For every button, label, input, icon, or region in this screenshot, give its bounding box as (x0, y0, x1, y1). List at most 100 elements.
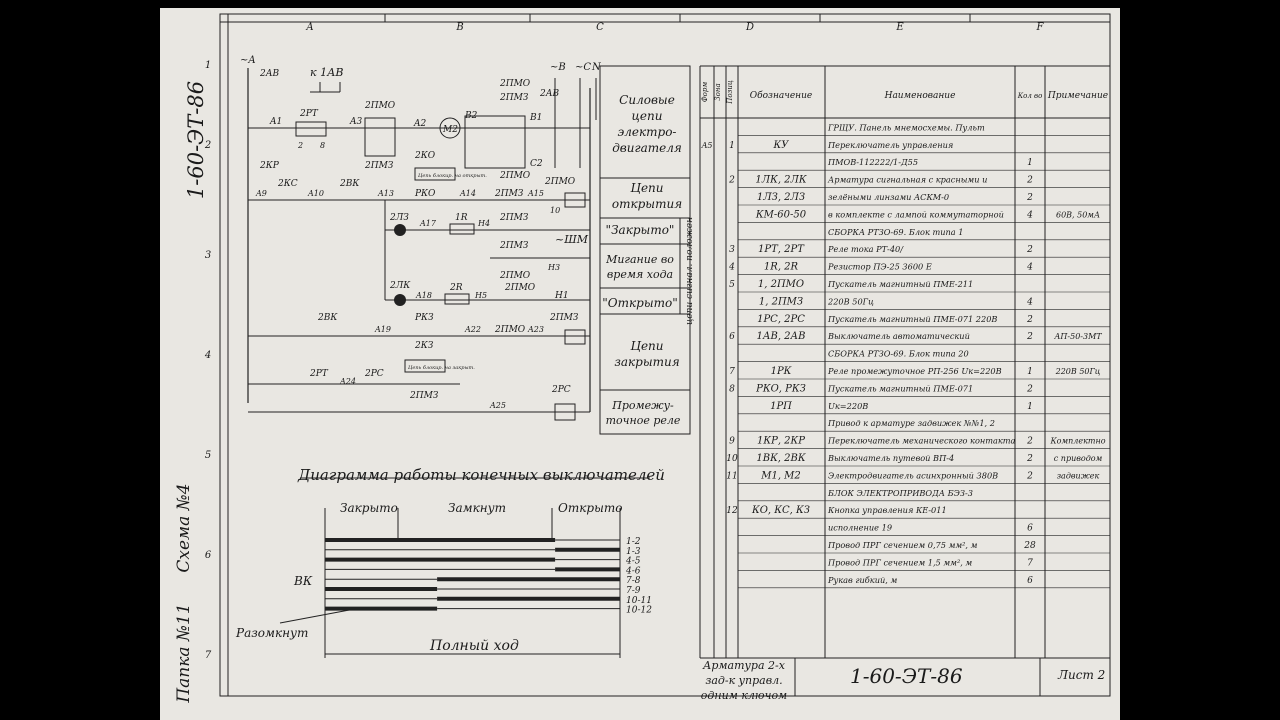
label: 2ПМЗ (499, 241, 529, 251)
zone-row-2: 2 (204, 140, 211, 151)
table-cell-name: Электродвигатель асинхронный 380В (828, 470, 998, 480)
table-cell-name: Uк=220В (828, 401, 868, 411)
table-header-2: Позиц (726, 80, 734, 105)
table-cell-pos: 4 (728, 263, 735, 273)
label: A17 (419, 219, 437, 228)
label: 2ПМЗ (494, 189, 524, 199)
label: 2РС (551, 385, 571, 395)
table-cell-name: Арматура сигнальная с красными и (827, 175, 987, 185)
label: РКЗ (414, 313, 434, 323)
label-power-circuits: Силовые цепи электро-двигателя (612, 93, 682, 155)
label: M2 (442, 125, 458, 135)
label: H5 (474, 291, 487, 300)
open-state-leader (279, 607, 361, 624)
zone-row-7: 7 (205, 650, 212, 661)
table-cell-designation: КУ (773, 140, 790, 151)
diagram-open-label: Открыто (558, 501, 623, 515)
table-cell-qty: 7 (1027, 558, 1033, 568)
table-cell-form: A5 (701, 141, 713, 150)
label: A22 (464, 325, 481, 334)
zone-row-3: 3 (205, 250, 211, 261)
table-header-0: Форм (701, 82, 709, 103)
label: A25 (489, 401, 506, 410)
relay-2rt (295, 121, 327, 137)
contact-label-7-8: 7-8 (626, 576, 641, 586)
label-blink: Мигание во время хода (606, 253, 674, 281)
label: 2ПМЗ (364, 161, 394, 171)
contact-label-7-9: 7-9 (626, 586, 641, 596)
label: C2 (530, 159, 543, 169)
diagram-device: ВК (294, 574, 313, 588)
contact-label-1-2: 1-2 (626, 537, 641, 547)
table-cell-note: с приводом (1054, 454, 1103, 463)
table-cell-name: СБОРКА РТЗО-69. Блок типа 1 (828, 227, 963, 237)
label: 2ПМЗ (409, 391, 439, 401)
label: A23 (527, 325, 544, 334)
table-header-3: Обозначение (750, 90, 812, 101)
table-cell-name: Привод к арматуре задвижек №№1, 2 (827, 418, 995, 428)
label-closing-circuits: Цепи закрытия (614, 339, 680, 369)
margin-code-box: 1-60-ЭТ-86 (166, 78, 226, 208)
label: 2ПМО (504, 283, 536, 293)
table-cell-name: Пускатель магнитный ПМЕ-071 220В (827, 314, 997, 324)
label: 2КЗ (414, 341, 434, 351)
table-cell-designation: 1РТ, 2РТ (758, 244, 805, 255)
table-header-4: Наименование (884, 91, 956, 101)
table-cell-designation: 1ЛЗ, 2ЛЗ (757, 192, 805, 203)
label: 2ПМО (499, 79, 531, 89)
table-cell-qty: 6 (1027, 576, 1033, 586)
label: A19 (374, 325, 391, 334)
title-block-description: Арматура 2-х зад-к управл. одним ключом (700, 659, 788, 702)
table-cell-qty: 4 (1026, 297, 1033, 307)
label: 10 (550, 206, 560, 215)
table-cell-name: Пускатель магнитный ПМЕ-071 (827, 383, 973, 393)
label: A24 (339, 377, 356, 386)
table-cell-name: Реле промежуточное РП-256 Uк=220В (827, 366, 1002, 376)
label-neutral: N (591, 62, 602, 73)
label: 8 (320, 141, 325, 150)
table-cell-qty: 1 (1027, 402, 1033, 412)
zone-column-A: A (305, 22, 313, 33)
margin-code: 1-60-ЭТ-86 (184, 80, 208, 200)
table-cell-qty: 1 (1027, 367, 1033, 377)
diagram-open-state: Разомкнут (236, 626, 309, 640)
label: 2 (297, 141, 303, 150)
label: A1 (269, 117, 282, 127)
diagram-title: Диаграмма работы конечных выключателей (298, 466, 665, 484)
label-closed: "Закрыто" (605, 223, 675, 237)
label-phase-a: ~A (240, 55, 256, 66)
margin-scheme: Схема №4 (174, 483, 194, 573)
contact-label-10-11: 10-11 (626, 596, 652, 606)
table-cell-designation: КМ-60-50 (755, 209, 807, 220)
table-cell-name: Кнопка управления КЕ-011 (827, 505, 947, 515)
table-cell-designation: РКО, РКЗ (755, 383, 806, 394)
table-cell-qty: 4 (1026, 263, 1033, 273)
label: ~ШМ (555, 233, 589, 246)
label: 2ПМО (494, 325, 526, 335)
label: 2РС (364, 369, 384, 379)
table-cell-designation: 1РП (770, 401, 792, 412)
table-cell-qty: 2 (1026, 384, 1033, 394)
table-cell-name: ПМОВ-112222/1-Д55 (827, 157, 918, 167)
table-cell-name: Резистор ПЭ-25 3600 Е (827, 262, 932, 272)
diagram-closed-state: Замкнут (448, 501, 506, 515)
label: H4 (477, 219, 490, 228)
table-cell-pos: 6 (729, 332, 735, 342)
label: H1 (554, 291, 569, 301)
label: 2ПМЗ (549, 313, 579, 323)
label: A9 (255, 189, 267, 198)
table-cell-designation: 1РС, 2РС (757, 314, 805, 325)
title-block-code: 1-60-ЭТ-86 (850, 664, 963, 688)
table-cell-name: ГРЩУ. Панель мнемосхемы. Пульт (827, 122, 985, 132)
label: A10 (307, 189, 324, 198)
table-cell-name: 220В 50Гц (827, 296, 874, 306)
table-cell-name: Выключатель путевой ВП-4 (827, 453, 954, 463)
table-cell-qty: 2 (1026, 193, 1033, 203)
label: 2ВК (317, 313, 338, 323)
table-cell-qty: 2 (1026, 471, 1033, 481)
label: 2ПМЗ (499, 213, 529, 223)
table-cell-qty: 2 (1026, 245, 1033, 255)
table-cell-pos: 9 (729, 437, 735, 447)
table-cell-name: Провод ПРГ сечением 0,75 мм², м (827, 540, 978, 550)
